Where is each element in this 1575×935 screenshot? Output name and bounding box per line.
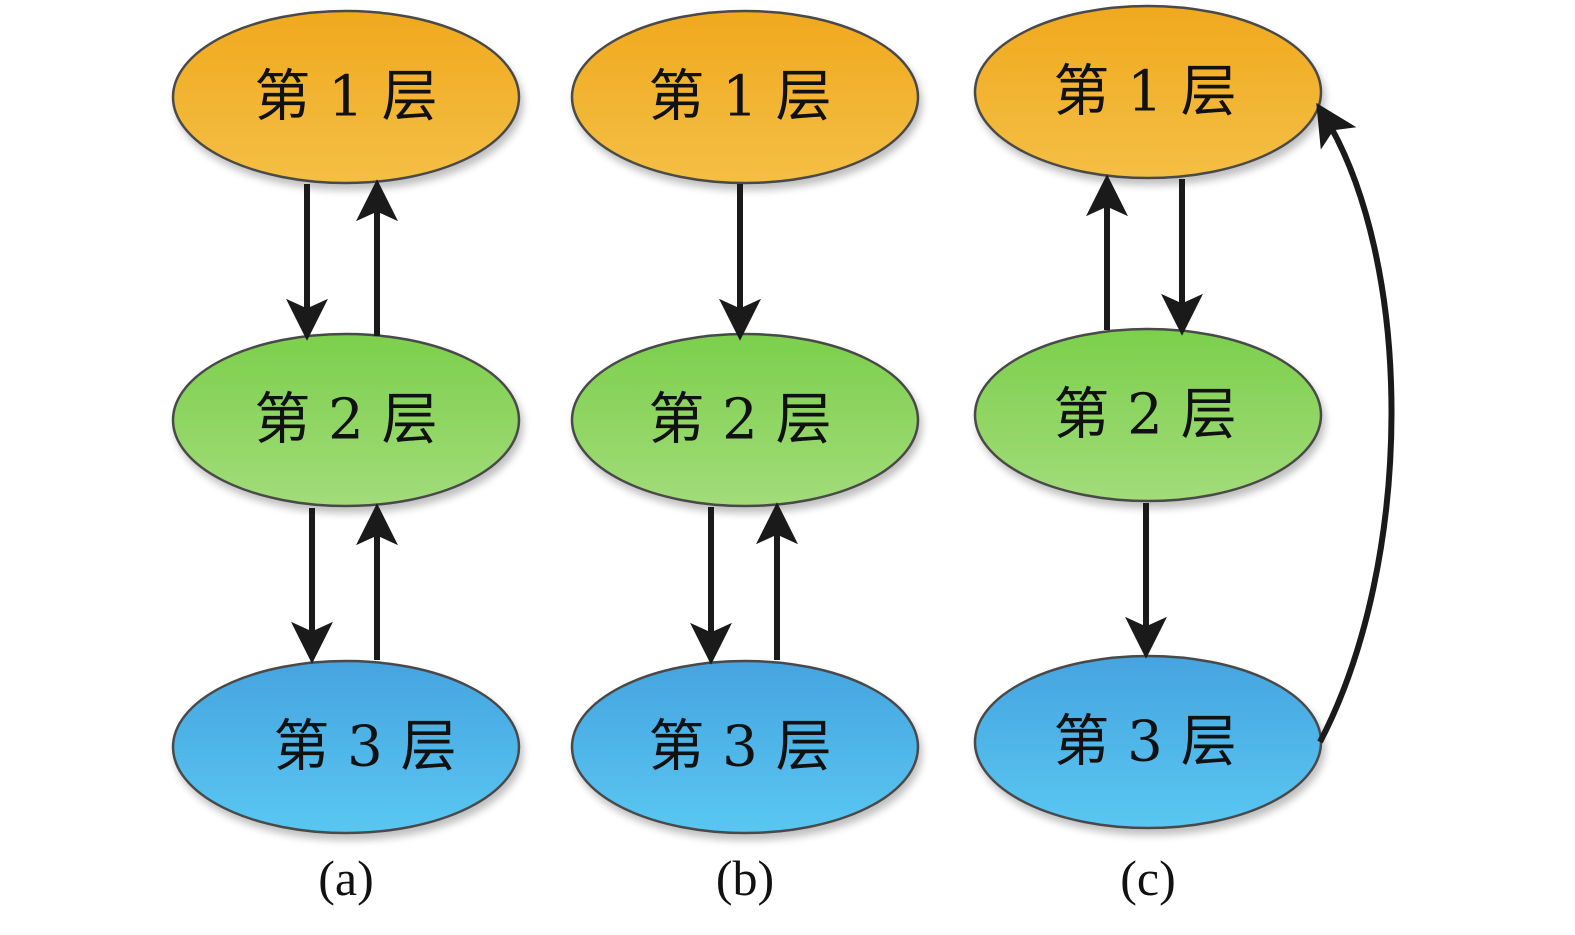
panel-c-layer-3-label: 第 3 层 bbox=[1053, 710, 1236, 775]
panel-b-layer-1-label: 第 1 层 bbox=[648, 65, 831, 130]
panel-c-layer-1-label: 第 1 层 bbox=[1053, 60, 1236, 125]
panel-a-caption: (a) bbox=[318, 850, 374, 906]
panel-b-layer-3-label: 第 3 层 bbox=[648, 715, 831, 780]
panel-c-arrow-3-to-1 bbox=[1316, 102, 1395, 744]
panel-a-layer-2-label: 第 2 层 bbox=[254, 388, 437, 453]
panel-a-layer-1-node bbox=[171, 9, 521, 185]
panel-a-layer-2-node bbox=[171, 332, 521, 508]
panel-c: 第 1 层 第 2 层 第 3 层 (c) bbox=[973, 4, 1395, 906]
panel-b-layer-3-node bbox=[570, 659, 920, 835]
panel-a-layer-3-label: 第 3 层 bbox=[273, 715, 456, 780]
panel-b-layer-1-node bbox=[570, 9, 920, 185]
panel-c-caption: (c) bbox=[1120, 850, 1176, 906]
panel-c-layer-2-label: 第 2 层 bbox=[1053, 383, 1236, 448]
panel-b-caption: (b) bbox=[716, 850, 774, 906]
panel-c-layer-1-node bbox=[973, 4, 1323, 180]
panel-c-layer-2-node bbox=[973, 327, 1323, 503]
panel-a-layer-3-node bbox=[171, 659, 521, 835]
panel-b: 第 1 层 第 2 层 第 3 层 (b) bbox=[570, 9, 920, 906]
panel-a: 第 1 层 第 2 层 第 3 层 (a) bbox=[171, 9, 521, 906]
panel-a-layer-1-label: 第 1 层 bbox=[254, 65, 437, 130]
panel-b-layer-2-label: 第 2 层 bbox=[648, 388, 831, 453]
